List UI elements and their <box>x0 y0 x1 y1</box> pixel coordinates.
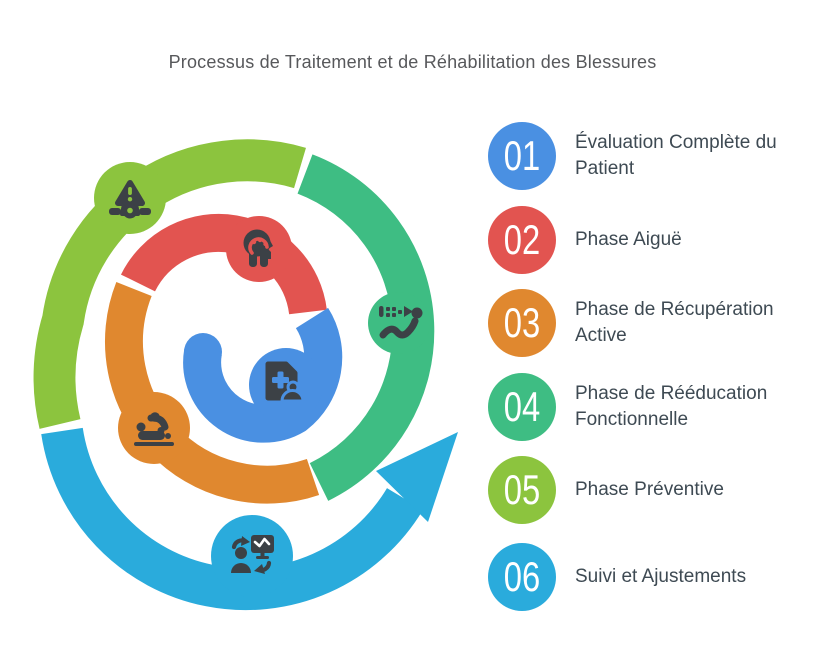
step-row-02: 02 Phase Aiguë <box>488 206 818 274</box>
step-number-circle: 03 <box>488 289 556 357</box>
step-label: Suivi et Ajustements <box>575 566 747 588</box>
step-number-circle: 04 <box>488 373 556 441</box>
monitor-exchange-icon <box>231 535 274 574</box>
step-label: Phase de Rééducation Fonctionnelle <box>575 383 768 430</box>
arrow-head <box>376 432 458 522</box>
badge-suivi <box>211 515 293 597</box>
step-number: 04 <box>504 383 540 430</box>
step-label: Phase Préventive <box>575 479 724 501</box>
spiral-segment-phase-preventive <box>33 139 306 429</box>
step-label: Phase Aiguë <box>575 229 682 251</box>
medical-document-icon <box>265 361 305 403</box>
step-row-04: 04 Phase de Rééducation Fonctionnelle <box>488 373 818 441</box>
step-number: 01 <box>504 132 540 179</box>
spiral-inner-endcap <box>184 333 222 371</box>
step-label: Phase de Récupération Active <box>575 299 774 346</box>
spiral-diagram <box>33 139 458 611</box>
warning-knee-icon <box>109 180 151 219</box>
step-number-circle: 02 <box>488 206 556 274</box>
step-number-circle: 01 <box>488 122 556 190</box>
badge-prevention <box>94 162 166 234</box>
step-row-01: 01 Évaluation Complète du Patient <box>488 122 818 190</box>
brain-icon <box>243 229 273 267</box>
badge-recuperation <box>118 392 190 464</box>
step-number: 05 <box>504 466 540 513</box>
badge-evaluation <box>249 348 323 422</box>
step-number: 02 <box>504 216 540 263</box>
step-row-03: 03 Phase de Récupération Active <box>488 289 818 357</box>
step-number-circle: 05 <box>488 456 556 524</box>
massage-icon <box>134 412 174 446</box>
step-row-05: 05 Phase Préventive <box>488 456 818 524</box>
badge-phase-aigue <box>226 216 292 282</box>
step-number: 03 <box>504 299 540 346</box>
step-label: Évaluation Complète du Patient <box>575 132 777 179</box>
step-row-06: 06 Suivi et Ajustements <box>488 543 818 611</box>
running-icon <box>379 306 423 339</box>
page-title: Processus de Traitement et de Réhabilita… <box>168 52 657 72</box>
badge-reeducation <box>368 292 430 354</box>
step-number: 06 <box>504 553 540 600</box>
spiral-segment-suivi-arrow <box>41 427 458 611</box>
step-number-circle: 06 <box>488 543 556 611</box>
